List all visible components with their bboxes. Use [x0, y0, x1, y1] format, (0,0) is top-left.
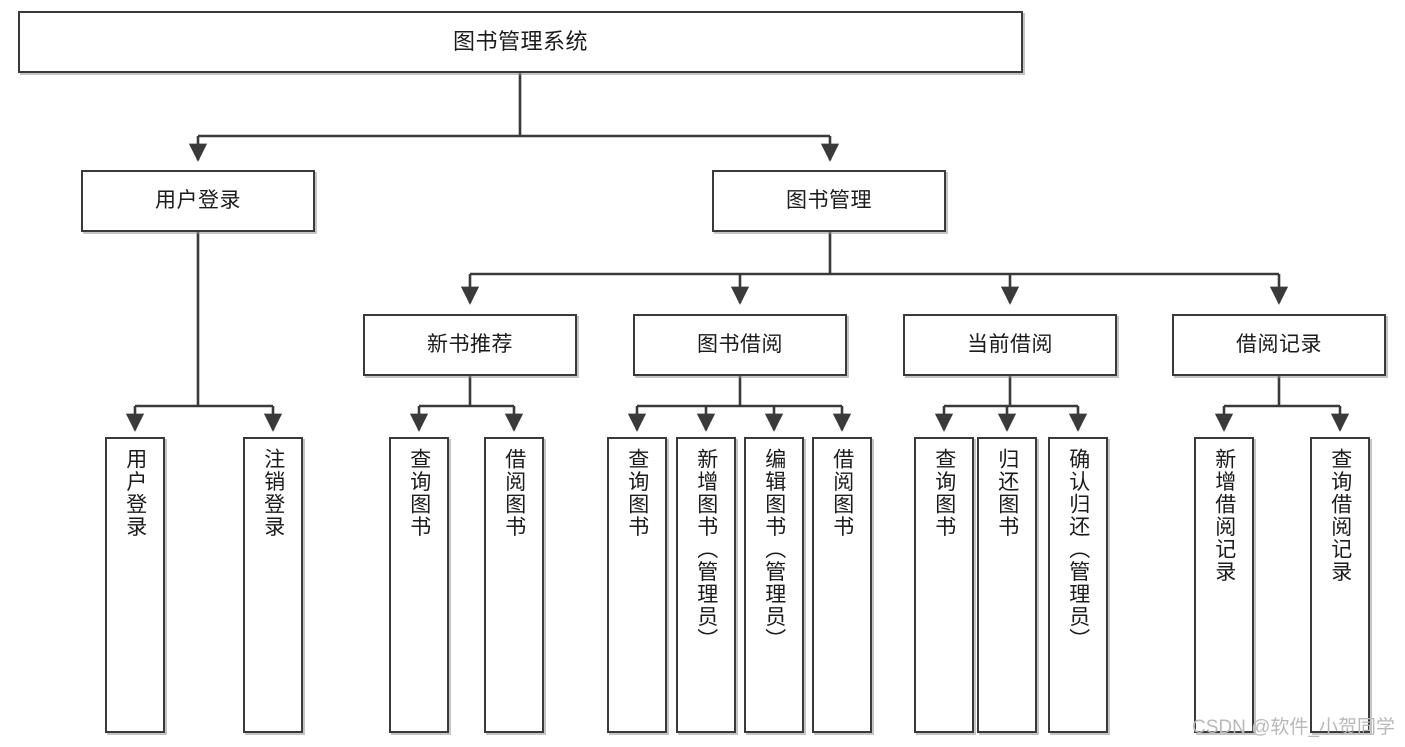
- node-current-borrow[interactable]: 当前借阅: [903, 314, 1117, 376]
- node-label: 查询图书: [407, 448, 431, 538]
- node-borrow-record[interactable]: 借阅记录: [1172, 314, 1386, 376]
- node-book-management[interactable]: 图书管理: [712, 170, 946, 232]
- leaf-borrow-query-book[interactable]: 查询图书: [607, 437, 667, 733]
- node-label: 新增借阅记录: [1212, 448, 1236, 583]
- node-label: 归还图书: [995, 448, 1019, 538]
- leaf-record-add-record[interactable]: 新增借阅记录: [1194, 437, 1254, 733]
- node-label: 注销登录: [261, 448, 285, 538]
- node-label: 用户登录: [155, 188, 241, 212]
- leaf-borrow-edit-book[interactable]: 编辑图书（管理员）: [744, 437, 804, 733]
- node-label: 查询图书: [625, 448, 649, 538]
- node-label: 图书借阅: [697, 332, 783, 356]
- leaf-user-login-logout[interactable]: 注销登录: [243, 437, 303, 733]
- node-label: 确认归还（管理员）: [1066, 448, 1090, 651]
- node-label: 图书管理: [786, 188, 872, 212]
- node-label: 借阅记录: [1236, 332, 1322, 356]
- leaf-current-query-book[interactable]: 查询图书: [914, 437, 974, 733]
- node-root-system[interactable]: 图书管理系统: [18, 11, 1023, 73]
- node-label: 新增图书（管理员）: [694, 448, 718, 651]
- node-label: 借阅图书: [502, 448, 526, 538]
- node-book-borrow[interactable]: 图书借阅: [633, 314, 847, 376]
- node-label: 查询图书: [932, 448, 956, 538]
- leaf-recommend-query-book[interactable]: 查询图书: [389, 437, 449, 733]
- csdn-watermark: CSDN @软件_小贺同学: [1192, 717, 1395, 738]
- leaf-borrow-borrow-book[interactable]: 借阅图书: [812, 437, 872, 733]
- node-new-book-recommend[interactable]: 新书推荐: [363, 314, 577, 376]
- node-label: 新书推荐: [427, 332, 513, 356]
- node-label: 当前借阅: [967, 332, 1053, 356]
- leaf-user-login-login[interactable]: 用户登录: [105, 437, 165, 733]
- node-label: 借阅图书: [830, 448, 854, 538]
- leaf-borrow-add-book[interactable]: 新增图书（管理员）: [676, 437, 736, 733]
- leaf-current-return-book[interactable]: 归还图书: [977, 437, 1037, 733]
- leaf-recommend-borrow-book[interactable]: 借阅图书: [484, 437, 544, 733]
- node-label: 图书管理系统: [452, 29, 588, 55]
- leaf-current-confirm-return[interactable]: 确认归还（管理员）: [1048, 437, 1108, 733]
- leaf-record-query-record[interactable]: 查询借阅记录: [1310, 437, 1370, 733]
- node-label: 查询借阅记录: [1328, 448, 1352, 583]
- node-user-login[interactable]: 用户登录: [81, 170, 315, 232]
- node-label: 编辑图书（管理员）: [762, 448, 786, 651]
- node-label: 用户登录: [123, 448, 147, 538]
